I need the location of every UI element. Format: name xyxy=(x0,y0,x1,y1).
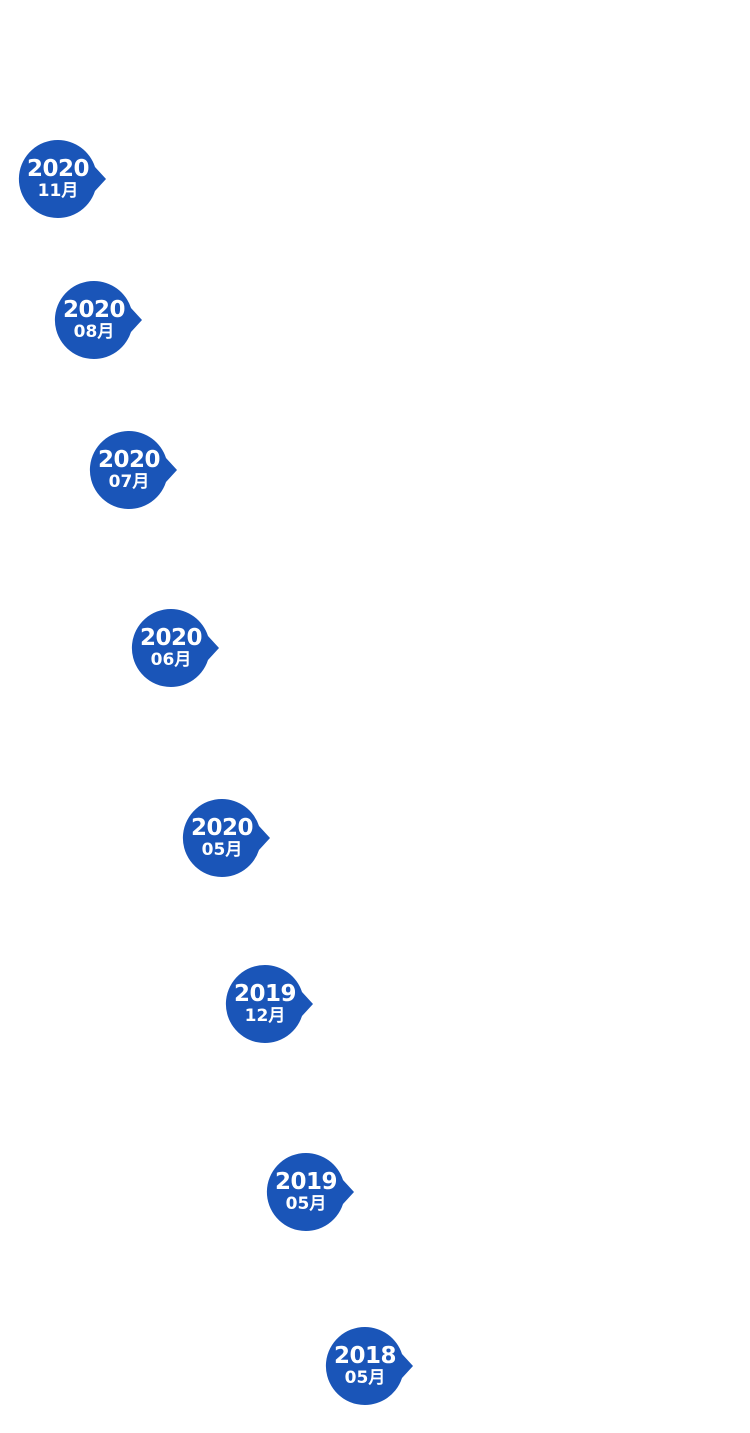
date-bubble-icon xyxy=(54,280,142,359)
timeline-year: 2018 xyxy=(333,1343,397,1369)
timeline-month: 05月 xyxy=(344,1368,386,1388)
timeline-year: 2019 xyxy=(274,1169,338,1195)
date-label: 2020 05月 xyxy=(182,798,262,878)
timeline-year: 2020 xyxy=(62,297,126,323)
timeline-month: 11月 xyxy=(37,181,79,201)
timeline-node[interactable]: 2020 05月 xyxy=(182,798,272,878)
date-bubble-icon xyxy=(182,798,270,877)
timeline-year: 2020 xyxy=(26,156,90,182)
date-bubble-icon xyxy=(89,430,177,509)
date-bubble-icon xyxy=(131,608,219,687)
timeline-month: 05月 xyxy=(201,840,243,860)
timeline-month: 05月 xyxy=(285,1194,327,1214)
date-bubble-icon xyxy=(266,1152,354,1231)
date-label: 2019 05月 xyxy=(266,1152,346,1232)
timeline-month: 08月 xyxy=(73,322,115,342)
timeline-month: 06月 xyxy=(150,650,192,670)
timeline-node[interactable]: 2020 08月 xyxy=(54,280,144,360)
timeline-year: 2019 xyxy=(233,981,297,1007)
date-label: 2020 06月 xyxy=(131,608,211,688)
timeline-node[interactable]: 2019 05月 xyxy=(266,1152,356,1232)
date-label: 2018 05月 xyxy=(325,1326,405,1406)
timeline-year: 2020 xyxy=(190,815,254,841)
date-label: 2020 11月 xyxy=(18,139,98,219)
timeline-month: 07月 xyxy=(108,472,150,492)
timeline-node[interactable]: 2020 07月 xyxy=(89,430,179,510)
timeline-node[interactable]: 2019 12月 xyxy=(225,964,315,1044)
timeline-node[interactable]: 2020 11月 xyxy=(18,139,108,219)
timeline-node[interactable]: 2018 05月 xyxy=(325,1326,415,1406)
date-label: 2020 08月 xyxy=(54,280,134,360)
date-bubble-icon xyxy=(18,139,106,218)
timeline-year: 2020 xyxy=(139,625,203,651)
timeline-node[interactable]: 2020 06月 xyxy=(131,608,221,688)
date-bubble-icon xyxy=(325,1326,413,1405)
date-bubble-icon xyxy=(225,964,313,1043)
timeline-year: 2020 xyxy=(97,447,161,473)
date-label: 2019 12月 xyxy=(225,964,305,1044)
date-label: 2020 07月 xyxy=(89,430,169,510)
timeline-month: 12月 xyxy=(244,1006,286,1026)
